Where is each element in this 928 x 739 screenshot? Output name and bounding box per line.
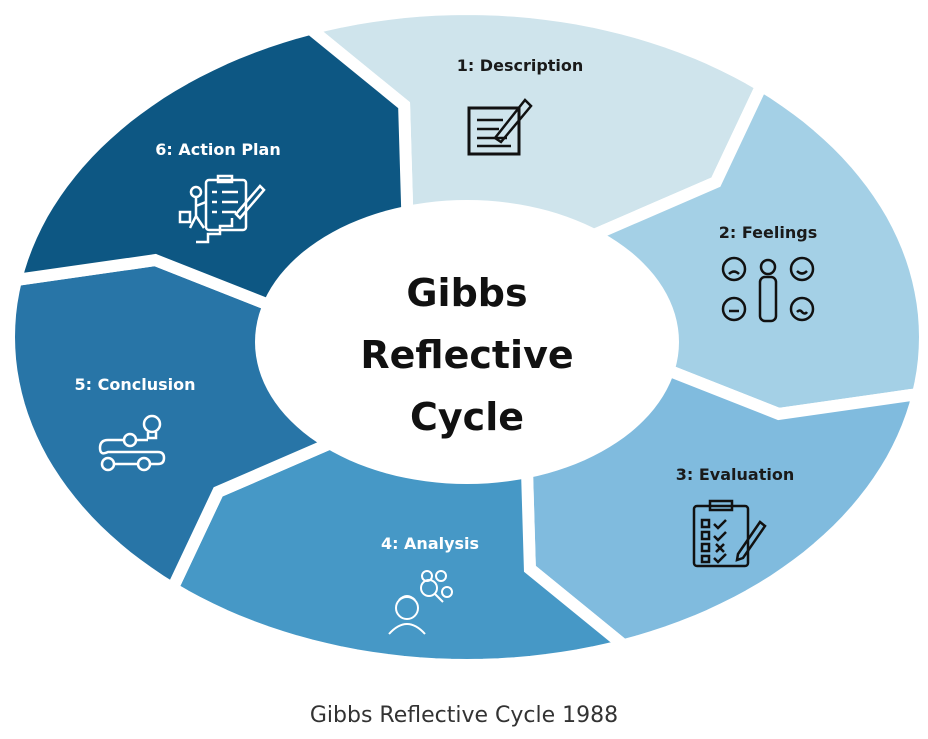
title-line: Gibbs xyxy=(406,271,528,315)
document-pencil-icon xyxy=(467,98,533,156)
stage-label-conclusion: 5: Conclusion xyxy=(74,375,196,394)
clipboard-checklist-icon xyxy=(692,499,767,568)
center-circle xyxy=(255,200,679,484)
title-line: Reflective xyxy=(360,333,574,377)
lightbulb-path-icon xyxy=(98,414,166,472)
stage-label-description: 1: Description xyxy=(456,56,584,75)
person-magnifier-icon xyxy=(388,570,453,635)
title-line: Cycle xyxy=(410,395,524,439)
stairs-checklist-icon xyxy=(178,174,266,244)
stage-label-feelings: 2: Feelings xyxy=(718,223,818,242)
stage-label-action-plan: 6: Action Plan xyxy=(155,140,281,159)
center-title: Gibbs Reflective Cycle xyxy=(360,262,573,448)
stage-label-analysis: 4: Analysis xyxy=(380,534,480,553)
caption: Gibbs Reflective Cycle 1988 xyxy=(309,703,619,728)
person-emotions-icon xyxy=(721,256,815,323)
stage-label-evaluation: 3: Evaluation xyxy=(675,465,795,484)
